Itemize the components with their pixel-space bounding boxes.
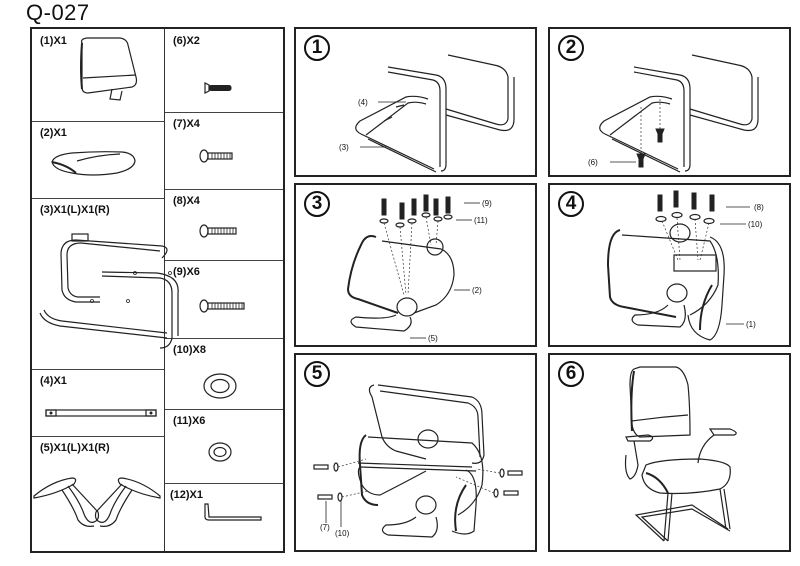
part-label: (10)X8 xyxy=(173,344,207,356)
callout-label: (6) xyxy=(588,158,598,167)
frame-assembly-illustration xyxy=(355,54,515,173)
divider xyxy=(165,483,283,484)
part-label: (9)X6 xyxy=(173,266,200,278)
part-label: (3)X1(L)X1(R) xyxy=(40,204,110,216)
callout-label: (3) xyxy=(339,143,349,152)
step-number: 5 xyxy=(304,361,330,387)
callout-label: (11) xyxy=(474,216,488,225)
divider xyxy=(32,436,164,437)
step-3-panel: 3 (9) (11) (2) (5) xyxy=(294,183,537,347)
divider xyxy=(165,260,283,261)
part-label: (6)X2 xyxy=(173,35,200,47)
divider xyxy=(32,198,164,199)
part-cell-armrests: (5)X1(L)X1(R) xyxy=(32,436,164,551)
part-cell-connecting-bar: (4)X1 xyxy=(32,369,164,436)
step-6-panel: 6 xyxy=(548,353,791,552)
base-frame-icon xyxy=(39,233,179,349)
finished-chair-illustration xyxy=(624,366,737,542)
callout-label: (5) xyxy=(428,334,438,343)
allen-key-icon xyxy=(204,503,262,521)
step-5-panel: 5 (7) (10) xyxy=(294,353,537,552)
washer-small-icon xyxy=(208,442,232,462)
backrest-attach-illustration xyxy=(606,190,750,341)
bolt-short-icon xyxy=(199,149,233,163)
parts-list: (1)X1 (2)X1 (3)X1(L)X1(R) xyxy=(30,27,285,553)
part-label: (2)X1 xyxy=(40,127,67,139)
divider xyxy=(165,189,283,190)
part-label: (11)X6 xyxy=(173,415,206,427)
step-number: 6 xyxy=(558,361,584,387)
column-divider xyxy=(164,29,165,551)
part-cell-bolt-short: (7)X4 xyxy=(165,112,283,189)
callout-label: (9) xyxy=(482,199,492,208)
step-number: 1 xyxy=(304,35,330,61)
step-2-panel: 2 (6) xyxy=(548,27,791,177)
divider xyxy=(32,121,164,122)
part-cell-backrest: (1)X1 xyxy=(32,29,164,121)
callout-label: (1) xyxy=(746,320,756,329)
step-number: 3 xyxy=(304,191,330,217)
step-number: 4 xyxy=(558,191,584,217)
flat-head-screw-icon xyxy=(204,82,232,94)
seat-armrest-illustration xyxy=(346,194,480,339)
step-number: 2 xyxy=(558,35,584,61)
part-label: (1)X1 xyxy=(40,35,67,47)
divider xyxy=(32,369,164,370)
part-cell-bolt-medium: (8)X4 xyxy=(165,189,283,260)
armrests-icon xyxy=(33,477,161,527)
callout-label: (10) xyxy=(335,529,350,538)
part-cell-flat-head-screw: (6)X2 xyxy=(165,29,283,112)
seat-icon xyxy=(51,151,136,176)
part-label: (7)X4 xyxy=(173,118,200,130)
part-label: (5)X1(L)X1(R) xyxy=(40,442,110,454)
part-label: (12)X1 xyxy=(170,489,204,501)
backrest-icon xyxy=(80,37,138,101)
part-label: (8)X4 xyxy=(173,195,200,207)
callout-label: (8) xyxy=(754,203,764,212)
divider xyxy=(165,112,283,113)
part-label: (4)X1 xyxy=(40,375,67,387)
callout-label: (7) xyxy=(320,523,330,532)
callout-label: (2) xyxy=(472,286,482,295)
washer-large-icon xyxy=(203,373,237,399)
step-1-panel: 1 (4) (3) xyxy=(294,27,537,177)
part-cell-base-frame: (3)X1(L)X1(R) xyxy=(32,198,179,369)
frame-to-seat-illustration xyxy=(313,384,523,538)
connecting-bar-icon xyxy=(45,409,157,417)
part-cell-bolt-long: (9)X6 xyxy=(165,260,283,338)
part-cell-allen-key: (12)X1 xyxy=(165,483,283,551)
screw-frame-illustration xyxy=(599,54,759,173)
divider xyxy=(165,409,283,410)
bolt-medium-icon xyxy=(199,224,237,238)
part-cell-washer-small: (11)X6 xyxy=(165,409,283,483)
model-number: Q-027 xyxy=(26,0,90,25)
step-4-panel: 4 (8) (10) (1) xyxy=(548,183,791,347)
part-cell-seat: (2)X1 xyxy=(32,121,164,198)
callout-label: (4) xyxy=(358,98,368,107)
bolt-long-icon xyxy=(199,299,245,313)
callout-label: (10) xyxy=(748,220,763,229)
divider xyxy=(165,338,283,339)
part-cell-washer-large: (10)X8 xyxy=(165,338,283,409)
